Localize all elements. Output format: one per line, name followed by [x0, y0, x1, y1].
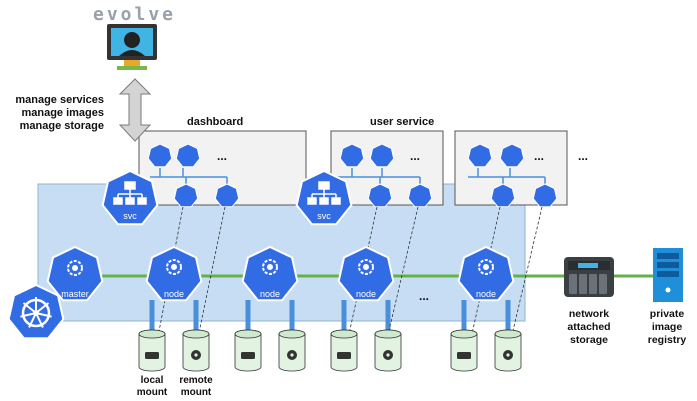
svc-dashboard-icon: svc [101, 170, 159, 226]
svc-label: svc [317, 211, 331, 221]
registry-label-line-2: image [652, 321, 683, 333]
local-mount-label-2: mount [137, 387, 168, 398]
group-label-dashboard: dashboard [187, 116, 243, 128]
user-monitor-icon [107, 24, 157, 70]
more-dots-4: ... [578, 149, 588, 163]
node-label: node [260, 289, 280, 299]
registry-label-line-1: private [650, 308, 685, 320]
local-mount-label-1: local [141, 375, 164, 386]
node-icon-1: node [145, 246, 203, 302]
evolve-logo: evolve [93, 4, 176, 25]
nas-label-line-3: storage [570, 334, 608, 346]
action-manage-storage: manage storage [20, 120, 104, 132]
node-icon-4: node [457, 246, 515, 302]
node-icon-3: node [337, 246, 395, 302]
more-dots-5: ... [419, 289, 429, 303]
registry-label-line-3: registry [648, 334, 687, 346]
more-dots-2: ... [410, 149, 420, 163]
service-tree-lines [150, 168, 546, 190]
manage-double-arrow-icon [118, 78, 152, 142]
private-registry-server-icon [653, 248, 683, 302]
group-label-user-service: user service [370, 116, 434, 128]
kubernetes-logo-icon [7, 284, 65, 340]
nas-label-line-1: network [569, 308, 609, 320]
node-label: node [356, 289, 376, 299]
remote-mount-label-1: remote [179, 375, 213, 386]
more-dots-1: ... [217, 149, 227, 163]
svc-user-service-icon: svc [295, 170, 353, 226]
master-icon: master [46, 246, 104, 302]
node-label: node [476, 289, 496, 299]
action-manage-images: manage images [21, 107, 104, 119]
node-label: node [164, 289, 184, 299]
master-label: master [61, 289, 89, 299]
svc-label: svc [123, 211, 137, 221]
remote-mount-label-2: mount [181, 387, 212, 398]
volume-drive-icons [145, 350, 513, 360]
nas-label-line-2: attached [567, 321, 610, 333]
node-icon-2: node [241, 246, 299, 302]
network-attached-storage-icon [564, 257, 614, 297]
more-dots-3: ... [534, 149, 544, 163]
action-manage-services: manage services [15, 94, 104, 106]
